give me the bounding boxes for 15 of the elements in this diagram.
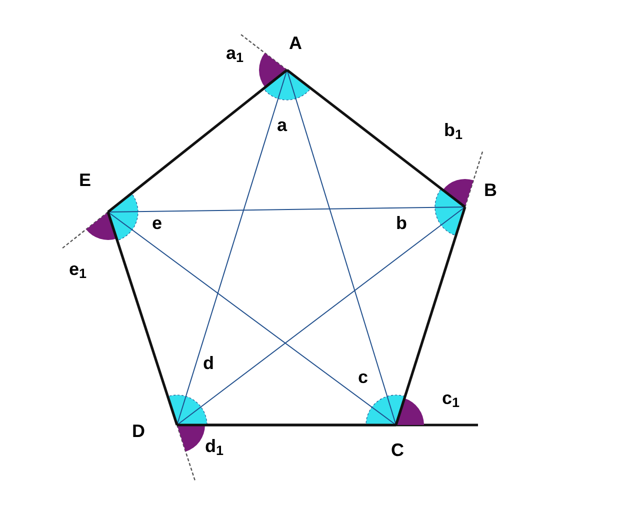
angle-label: c [358, 368, 368, 386]
angle-label: d$_{1}$ [205, 437, 224, 455]
angle-label: e$_{1}$ [69, 260, 87, 278]
angle-label: c$_{1}$ [442, 389, 460, 407]
angle-label: B [484, 181, 497, 199]
angle-label: b$_{1}$ [444, 121, 463, 139]
angle-label: C [391, 441, 404, 459]
angle-label: D [132, 422, 145, 440]
angle-label: b [396, 214, 407, 232]
angle-label: e [152, 214, 162, 232]
angle-label: E [79, 171, 92, 189]
angle-label: a [277, 116, 288, 134]
angle-label: a$_{1}$ [226, 44, 244, 62]
angle-label: d [203, 354, 214, 372]
angle-label: A [289, 34, 302, 52]
